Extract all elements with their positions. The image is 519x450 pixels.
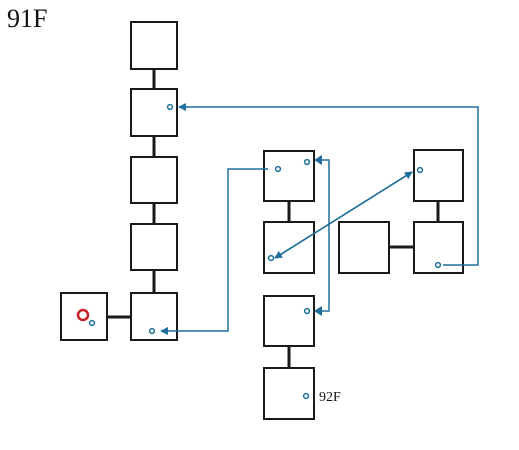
room-start — [60, 292, 108, 341]
warp-line-m1-m3 — [318, 159, 330, 312]
corridor-layer — [107, 70, 440, 368]
room-r4 — [130, 223, 178, 271]
warp-line-m1-r5 — [160, 168, 268, 335]
warp-point-icon — [303, 307, 311, 315]
room-m2 — [263, 221, 315, 274]
room-m3 — [263, 295, 315, 347]
room-r1 — [130, 21, 178, 70]
warp-point-icon — [148, 327, 156, 335]
room-e1 — [413, 149, 464, 202]
room-m1 — [263, 150, 315, 202]
warp-arrowhead-m3 — [314, 306, 322, 316]
warp-point-icon — [88, 319, 96, 327]
warp-point-icon — [303, 158, 311, 166]
warp-point-icon — [166, 103, 174, 111]
start-marker-icon — [76, 308, 90, 322]
warp-point-icon — [416, 166, 424, 174]
room-r3 — [130, 156, 178, 204]
warp-line-e2-r2 — [178, 103, 479, 266]
warp-point-icon — [267, 254, 275, 262]
warp-arrowhead-m1 — [314, 155, 322, 165]
room-layer — [60, 21, 464, 420]
room-r2 — [130, 88, 178, 137]
warp-point-icon — [434, 261, 442, 269]
warp-point-icon — [302, 392, 310, 400]
warp-line-e1-m2 — [274, 171, 413, 259]
exit-floor-label: 92F — [319, 390, 341, 405]
warp-layer — [160, 103, 479, 335]
warp-point-layer — [88, 103, 442, 400]
warp-point-icon — [274, 165, 282, 173]
room-e3 — [338, 221, 390, 274]
floor-title: 91F — [7, 4, 47, 33]
